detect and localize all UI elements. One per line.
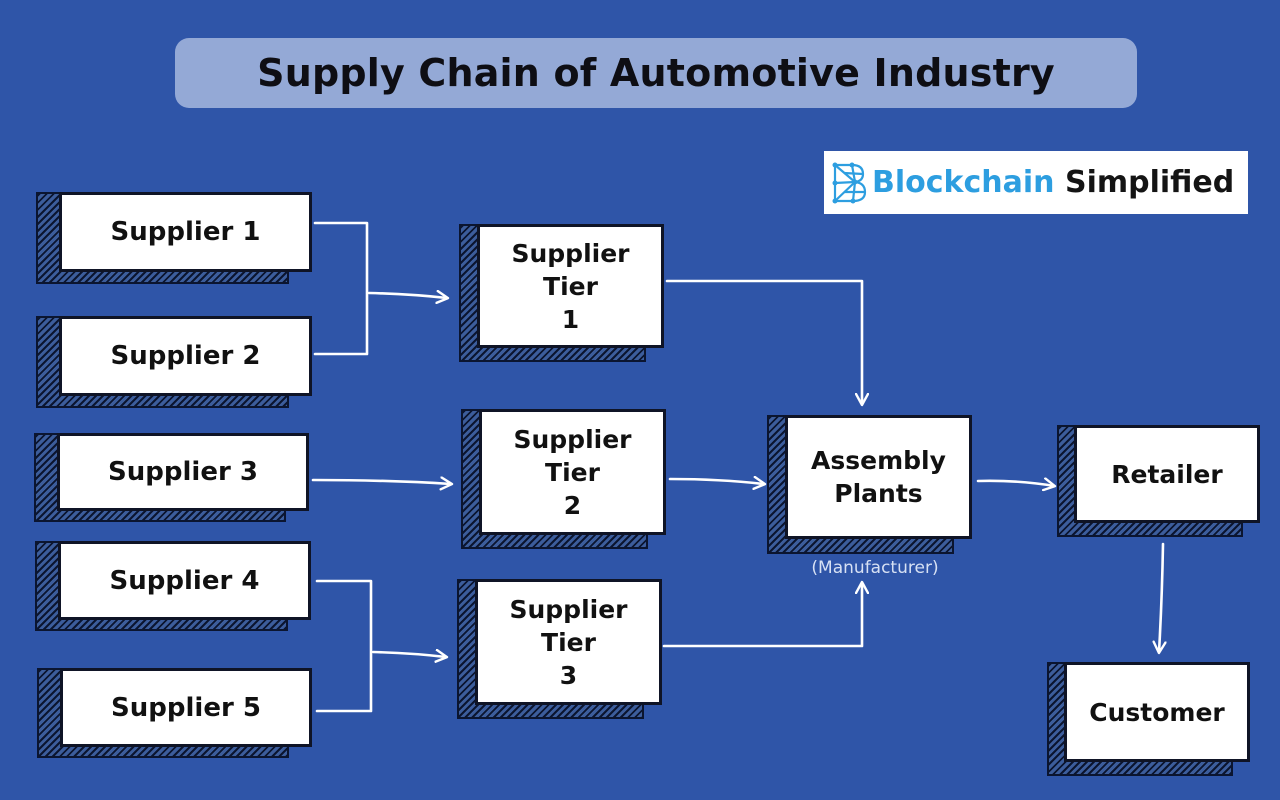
arrow-tier-3-to-assembly — [662, 583, 862, 648]
node-customer: Customer — [1047, 662, 1250, 776]
title-banner: Supply Chain of Automotive Industry — [175, 38, 1137, 108]
arrow-to-tier-1 — [367, 293, 447, 298]
arrow-to-tier-3 — [371, 652, 446, 657]
node-retailer: Retailer — [1057, 425, 1260, 537]
node-supplier-1: Supplier 1 — [36, 192, 312, 284]
node-supplier-4: Supplier 4 — [35, 541, 311, 631]
node-label: Supplier 1 — [110, 217, 261, 247]
node-assembly-plants: Assembly Plants — [767, 415, 972, 554]
node-supplier-2: Supplier 2 — [36, 316, 312, 408]
arrow-retailer-to-customer — [1159, 542, 1163, 652]
assembly-note: (Manufacturer) — [811, 558, 939, 578]
node-supplier-3: Supplier 3 — [34, 433, 309, 522]
arrow-supplier-3-to-tier-2 — [311, 480, 451, 484]
arrow-tier-2-to-assembly — [668, 479, 764, 484]
logo-text-blockchain: Blockchain — [872, 165, 1055, 200]
node-label: Supplier 2 — [110, 341, 261, 371]
node-label: Supplier Tier 2 — [513, 424, 632, 520]
blockchain-logo-icon — [832, 162, 867, 203]
node-label: Retailer — [1111, 459, 1223, 489]
node-label: Assembly Plants — [811, 446, 946, 508]
bracket-supplier-4-5 — [315, 579, 373, 713]
arrow-assembly-to-retailer — [976, 481, 1054, 486]
node-supplier-tier-2: Supplier Tier 2 — [461, 409, 666, 549]
node-label: Supplier 4 — [109, 565, 260, 596]
node-supplier-tier-1: Supplier Tier 1 — [459, 224, 664, 362]
node-supplier-5: Supplier 5 — [37, 668, 312, 758]
logo-badge: Blockchain Simplified — [824, 151, 1248, 214]
logo-text-simplified: Simplified — [1064, 165, 1235, 200]
node-label: Supplier Tier 3 — [509, 594, 628, 690]
node-label: Customer — [1089, 697, 1225, 727]
node-label: Supplier Tier 1 — [511, 238, 630, 334]
bracket-supplier-1-2 — [313, 221, 369, 356]
node-label: Supplier 3 — [108, 457, 258, 487]
node-label: Supplier 5 — [111, 692, 261, 723]
node-supplier-tier-3: Supplier Tier 3 — [457, 579, 662, 719]
arrow-tier-1-to-assembly — [665, 279, 862, 404]
diagram-title: Supply Chain of Automotive Industry — [257, 51, 1055, 95]
